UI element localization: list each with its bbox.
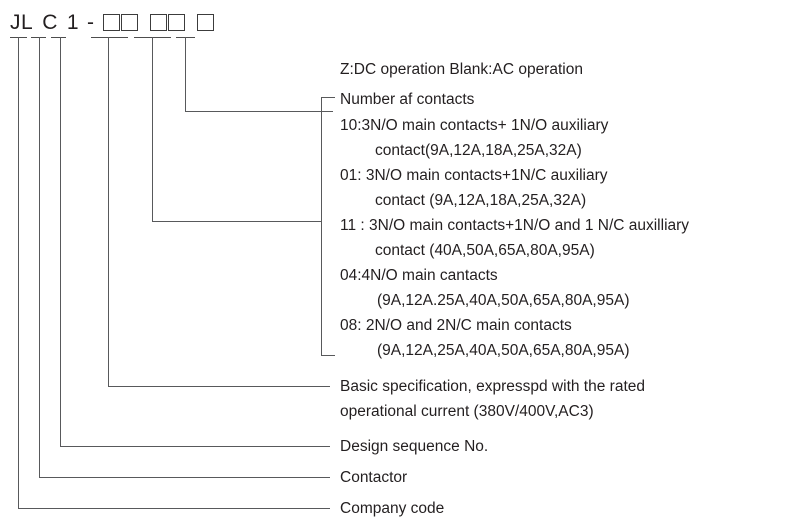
operation-type-box [196, 13, 215, 31]
code-box [103, 13, 121, 31]
contact-option-10-line1: 10:3N/O main contacts+ 1N/O auxiliary [340, 117, 609, 134]
contact-option-08-line1: 08: 2N/O and 2N/C main contacts [340, 317, 572, 334]
callout-contacts-heading: Number af contacts [340, 91, 475, 108]
leader-design-seq-horizontal [60, 446, 330, 447]
leader-basic-spec-vertical [108, 37, 109, 387]
tick-design-seq [51, 37, 66, 38]
contact-option-08-line2: (9A,12A,25A,40A,50A,65A,80A,95A) [377, 342, 630, 359]
contact-option-04-line2: (9A,12A.25A,40A,50A,65A,80A,95A) [377, 292, 630, 309]
code-contactor: C [42, 10, 58, 34]
leader-contacts-horizontal [152, 221, 322, 222]
leader-company-horizontal [18, 508, 330, 509]
tick-contactor [31, 37, 46, 38]
callout-operation: Z:DC operation Blank:AC operation [340, 61, 583, 78]
leader-operation-horizontal [185, 111, 333, 112]
code-box [150, 13, 168, 31]
callout-basic-spec-line2: operational current (380V/400V,AC3) [340, 403, 594, 420]
leader-contactor-vertical [39, 37, 40, 478]
code-box [121, 13, 139, 31]
leader-company-vertical [18, 37, 19, 509]
leader-operation-vertical [185, 37, 186, 112]
leader-design-seq-vertical [60, 37, 61, 447]
contact-option-01-line2: contact (9A,12A,18A,25A,32A) [375, 192, 587, 209]
contact-number-boxes [149, 13, 186, 31]
callout-contactor: Contactor [340, 469, 408, 486]
leader-contactor-horizontal [39, 477, 330, 478]
contact-option-04-line1: 04:4N/O main cantacts [340, 267, 498, 284]
contact-option-10-line2: contact(9A,12A,18A,25A,32A) [375, 142, 582, 159]
code-box [197, 13, 215, 31]
code-design-seq: 1 [66, 10, 80, 34]
contact-option-11-line2: contact (40A,50A,65A,80A,95A) [375, 242, 595, 259]
callout-company-code: Company code [340, 500, 445, 517]
code-dash: - [87, 10, 95, 34]
leader-basic-spec-horizontal [108, 386, 330, 387]
contact-option-01-line1: 01: 3N/O main contacts+1N/C auxiliary [340, 167, 608, 184]
basic-specification-boxes [102, 13, 139, 31]
tick-basic-spec [91, 37, 128, 38]
callout-basic-spec-line1: Basic specification, expresspd with the … [340, 378, 645, 395]
code-box [168, 13, 186, 31]
contacts-group-bracket [321, 97, 335, 356]
model-code-string: JL C 1 - [10, 8, 215, 36]
leader-contacts-vertical [152, 37, 153, 222]
callout-design-sequence: Design sequence No. [340, 438, 489, 455]
contact-option-11-line1: 11 : 3N/O main contacts+1N/O and 1 N/C a… [340, 217, 690, 234]
code-company: JL [10, 10, 34, 34]
